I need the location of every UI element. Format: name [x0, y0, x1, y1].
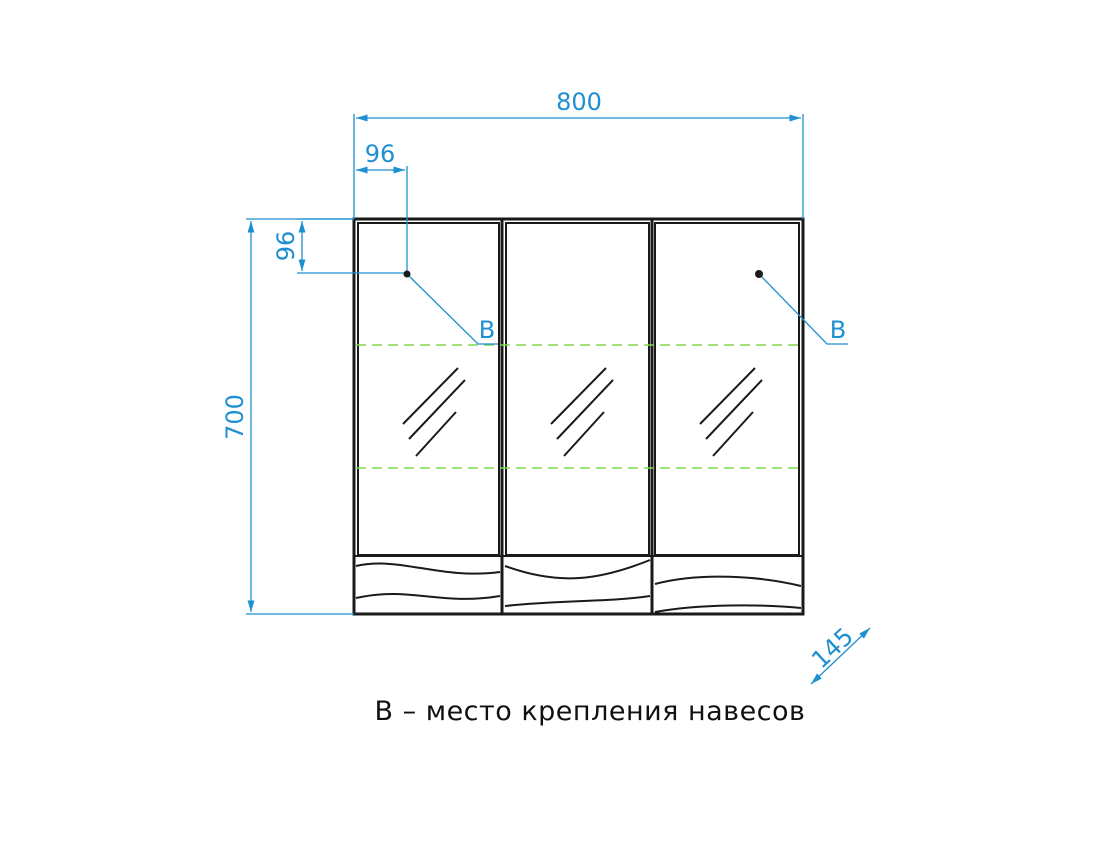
cabinet-outer-frame	[352, 217, 805, 616]
label-width: 800	[556, 88, 602, 116]
label-depth: 145	[806, 622, 859, 674]
wave-mid-1	[504, 559, 651, 580]
drawer-waves	[355, 559, 802, 613]
door-right	[654, 222, 800, 556]
legend-caption: B – место крепления навесов	[374, 696, 806, 727]
glare-left-1	[402, 367, 459, 425]
dim-depth-line	[810, 627, 871, 685]
mount-point-right	[755, 270, 763, 278]
marker-b-left: B	[479, 316, 495, 344]
leader-left	[406, 273, 498, 345]
wave-left-2	[355, 593, 501, 600]
mount-point-left	[403, 270, 411, 278]
wave-mid-2	[504, 595, 651, 607]
shelf-guides	[356, 344, 801, 469]
glare-mid-2	[556, 379, 614, 440]
glare-right-3	[712, 411, 754, 457]
mirror-glare-marks	[402, 367, 763, 457]
glare-mid-3	[563, 411, 605, 457]
label-height: 700	[221, 394, 249, 440]
label-offset-h: 96	[365, 140, 396, 168]
marker-b-right: B	[830, 316, 846, 344]
leader-right	[758, 273, 848, 345]
glare-right-2	[705, 379, 763, 440]
glare-mid-1	[550, 367, 607, 425]
glare-left-2	[408, 379, 466, 440]
door-middle	[505, 222, 650, 556]
glare-left-3	[415, 411, 457, 457]
label-offset-v: 96	[272, 231, 300, 262]
wave-right-2	[654, 604, 802, 613]
glare-right-1	[699, 367, 756, 425]
wave-right-1	[654, 575, 802, 587]
wave-left-1	[355, 562, 501, 575]
dimension-lines	[246, 114, 871, 685]
cabinet-body	[352, 217, 805, 616]
